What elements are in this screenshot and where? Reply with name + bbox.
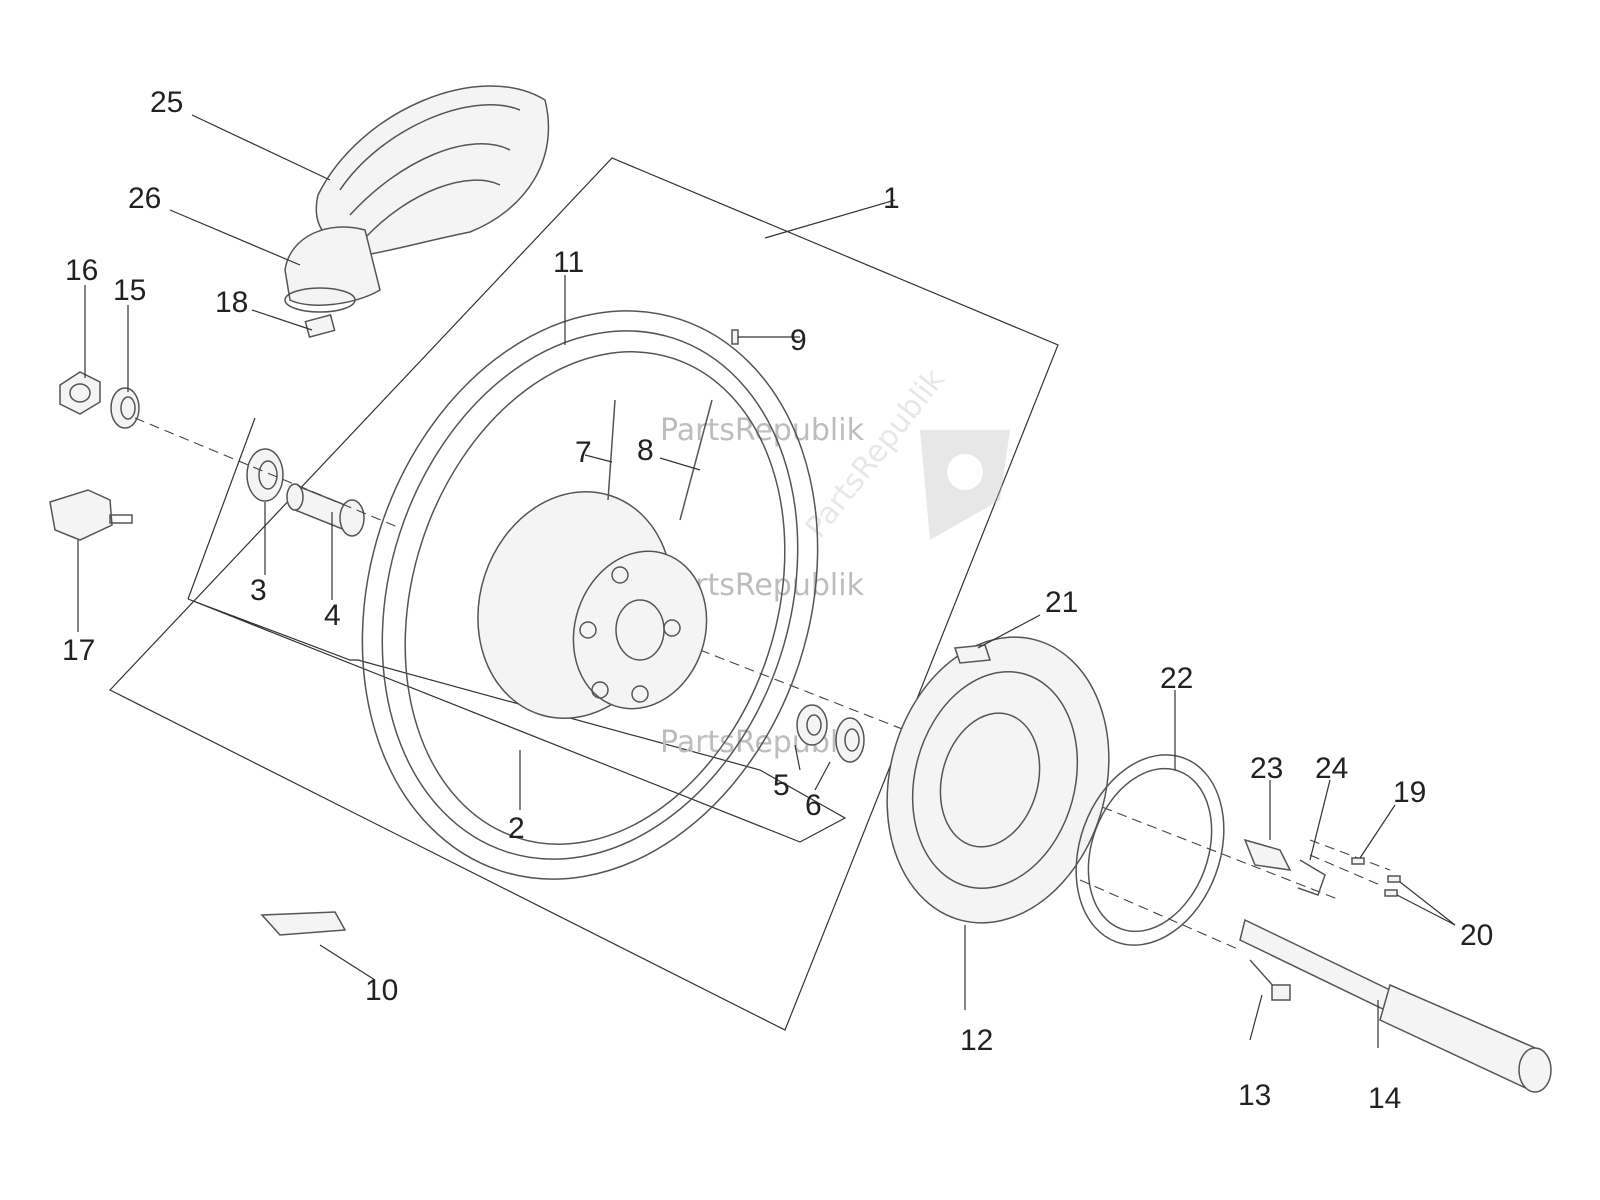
watermark-logo: PartsRepublik bbox=[799, 362, 1010, 545]
callout-18: 18 bbox=[215, 286, 248, 319]
bearing-3 bbox=[246, 448, 284, 502]
leader-lines bbox=[77, 114, 1456, 1048]
bearing-5 bbox=[796, 704, 828, 746]
axle-nut bbox=[59, 371, 101, 415]
callout-15: 15 bbox=[113, 274, 146, 307]
callout-7: 7 bbox=[575, 436, 592, 469]
tyre bbox=[315, 85, 550, 256]
callout-14: 14 bbox=[1368, 1082, 1401, 1115]
hub-sub-frame bbox=[187, 598, 847, 843]
callout-13: 13 bbox=[1238, 1079, 1271, 1112]
abs-sensor bbox=[1243, 838, 1292, 871]
callout-22: 22 bbox=[1160, 662, 1193, 695]
callout-12: 12 bbox=[960, 1024, 993, 1057]
screw-20b bbox=[1384, 889, 1398, 897]
callout-23: 23 bbox=[1250, 752, 1283, 785]
callout-10: 10 bbox=[365, 974, 398, 1007]
rim-tape bbox=[260, 911, 347, 936]
spoke-7 bbox=[607, 399, 616, 501]
callout-25: 25 bbox=[150, 86, 183, 119]
abs-tone-ring bbox=[1075, 754, 1225, 946]
callout-16: 16 bbox=[65, 254, 98, 287]
spoke-8 bbox=[679, 399, 713, 521]
screw-19 bbox=[1351, 857, 1365, 865]
seal-6 bbox=[835, 717, 865, 763]
hub-frame-top bbox=[187, 417, 256, 600]
callout-8: 8 bbox=[637, 434, 654, 467]
callout-4: 4 bbox=[324, 599, 341, 632]
spacer-seal-15 bbox=[110, 387, 140, 429]
axis-line-sensor-2 bbox=[1309, 854, 1381, 886]
callout-24: 24 bbox=[1315, 752, 1348, 785]
wheel-axle bbox=[1239, 918, 1552, 1093]
screw-20a bbox=[1387, 875, 1401, 883]
disc-bolt bbox=[1249, 959, 1291, 1001]
wheel-sensor bbox=[49, 489, 133, 541]
wheel-assembly-frame bbox=[109, 157, 1059, 1031]
callout-11: 11 bbox=[553, 246, 584, 279]
hub-spacer-4 bbox=[286, 483, 365, 537]
sensor-bracket bbox=[1297, 859, 1326, 896]
callout-1: 1 bbox=[883, 182, 900, 215]
inner-tube bbox=[284, 226, 381, 313]
balance-weight bbox=[953, 644, 992, 664]
axis-line-sensor bbox=[1309, 839, 1391, 871]
wheel-rim bbox=[361, 310, 819, 880]
callout-2: 2 bbox=[508, 812, 525, 845]
callout-21: 21 bbox=[1045, 586, 1078, 619]
callout-6: 6 bbox=[805, 789, 822, 822]
wheel-hub bbox=[477, 491, 708, 719]
callout-26: 26 bbox=[128, 182, 161, 215]
valve-stem bbox=[304, 313, 336, 339]
spoke-nipple bbox=[731, 329, 739, 345]
callout-5: 5 bbox=[773, 769, 790, 802]
callout-3: 3 bbox=[250, 574, 267, 607]
callout-19: 19 bbox=[1393, 776, 1426, 809]
brake-disc bbox=[886, 636, 1110, 924]
callout-9: 9 bbox=[790, 324, 807, 357]
callout-20: 20 bbox=[1460, 919, 1493, 952]
callout-17: 17 bbox=[62, 634, 95, 667]
axis-line-bolt bbox=[1079, 879, 1241, 951]
